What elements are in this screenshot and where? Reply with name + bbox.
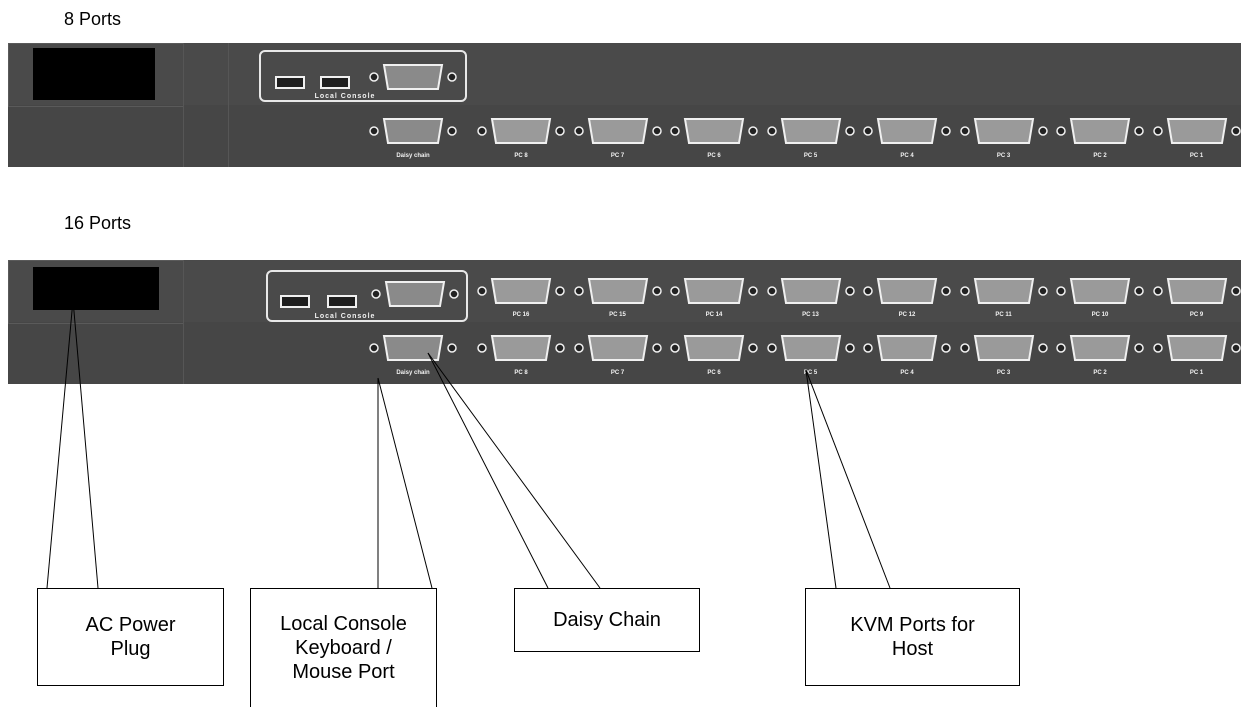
callout-kvm-ports: KVM Ports for Host (805, 588, 1020, 686)
host-vga-port (959, 335, 1048, 361)
panel-divider (183, 43, 184, 167)
daisy-chain-leader (427, 352, 601, 589)
daisy-chain-label: Daisy chain (396, 370, 430, 376)
host-vga-port (959, 118, 1048, 144)
host-port-label: PC 5 (803, 153, 818, 159)
heading-8-ports: 8 Ports (64, 9, 122, 29)
daisy-chain-leader (427, 352, 549, 589)
host-port-label: PC 3 (996, 370, 1011, 376)
host-vga-port (573, 278, 662, 304)
heading-16-ports: 16 Ports (64, 213, 132, 233)
daisy-chain-port (369, 335, 457, 361)
console-vga-port (369, 64, 457, 90)
usb-port (320, 76, 350, 89)
host-vga-port (766, 118, 855, 144)
host-vga-port (1056, 118, 1144, 144)
local-console-label: Local Console (310, 93, 380, 100)
ac-power-plug (33, 48, 155, 100)
panel-divider (228, 43, 229, 167)
daisy-chain-port (369, 118, 457, 144)
ac-power-leader (46, 299, 74, 589)
host-port-label: PC 4 (900, 153, 914, 159)
host-vga-port (670, 278, 758, 304)
host-vga-port (959, 278, 1048, 304)
kvm-panel-16-ports: Local Console Daisy chain PC 16 PC 15 PC 1… (8, 260, 1241, 384)
local-console-label: Local Console (310, 313, 380, 320)
usb-port (327, 295, 357, 308)
kvm-ports-leader (805, 369, 837, 589)
host-vga-port (863, 278, 951, 304)
ac-power-plug (33, 267, 159, 310)
kvm-panel-8-ports: Local Console Daisy chain PC 8 PC 7 PC 6 PC… (8, 43, 1241, 167)
host-port-label: PC 3 (996, 153, 1011, 159)
kvm-ports-leader (805, 369, 891, 589)
host-port-label: PC 7 (610, 153, 625, 159)
host-port-label: PC 13 (802, 312, 819, 318)
host-port-label: PC 7 (610, 370, 625, 376)
host-port-label: PC 12 (898, 312, 916, 318)
callout-daisy-chain: Daisy Chain (514, 588, 700, 652)
daisy-chain-label: Daisy chain (396, 153, 430, 159)
host-vga-port (1056, 278, 1144, 304)
host-vga-port (477, 118, 565, 144)
host-vga-port (670, 118, 758, 144)
host-port-label: PC 2 (1093, 153, 1107, 159)
host-vga-port (1152, 335, 1241, 361)
local-console-frame (259, 50, 467, 102)
callout-local-console: Local Console Keyboard / Mouse Port (250, 588, 437, 707)
host-port-label: PC 2 (1093, 370, 1107, 376)
local-console-leader (377, 377, 433, 589)
host-vga-port (477, 335, 565, 361)
usb-port (275, 76, 305, 89)
host-port-label: PC 9 (1189, 312, 1204, 318)
host-port-label: PC 11 (995, 312, 1012, 318)
usb-port (280, 295, 310, 308)
host-port-label: PC 6 (707, 370, 721, 376)
ac-power-leader (72, 299, 99, 589)
host-port-label: PC 4 (900, 370, 914, 376)
local-console-frame (266, 270, 468, 322)
host-vga-port (1152, 278, 1241, 304)
host-port-label: PC 5 (803, 370, 818, 376)
host-port-label: PC 6 (707, 153, 721, 159)
host-port-label: PC 1 (1189, 370, 1204, 376)
host-vga-port (766, 278, 855, 304)
host-vga-port (573, 118, 662, 144)
host-vga-port (573, 335, 662, 361)
console-vga-port (371, 281, 459, 307)
host-vga-port (863, 118, 951, 144)
host-vga-port (863, 335, 951, 361)
host-port-label: PC 14 (705, 312, 723, 318)
host-port-label: PC 15 (609, 312, 626, 318)
host-port-label: PC 8 (514, 370, 528, 376)
host-vga-port (766, 335, 855, 361)
host-vga-port (1152, 118, 1241, 144)
host-port-label: PC 8 (514, 153, 528, 159)
panel-divider (183, 260, 184, 384)
host-port-label: PC 10 (1091, 312, 1109, 318)
host-vga-port (670, 335, 758, 361)
host-vga-port (1056, 335, 1144, 361)
host-port-label: PC 16 (512, 312, 530, 318)
callout-ac-power-plug: AC Power Plug (37, 588, 224, 686)
host-port-label: PC 1 (1189, 153, 1204, 159)
host-vga-port (477, 278, 565, 304)
